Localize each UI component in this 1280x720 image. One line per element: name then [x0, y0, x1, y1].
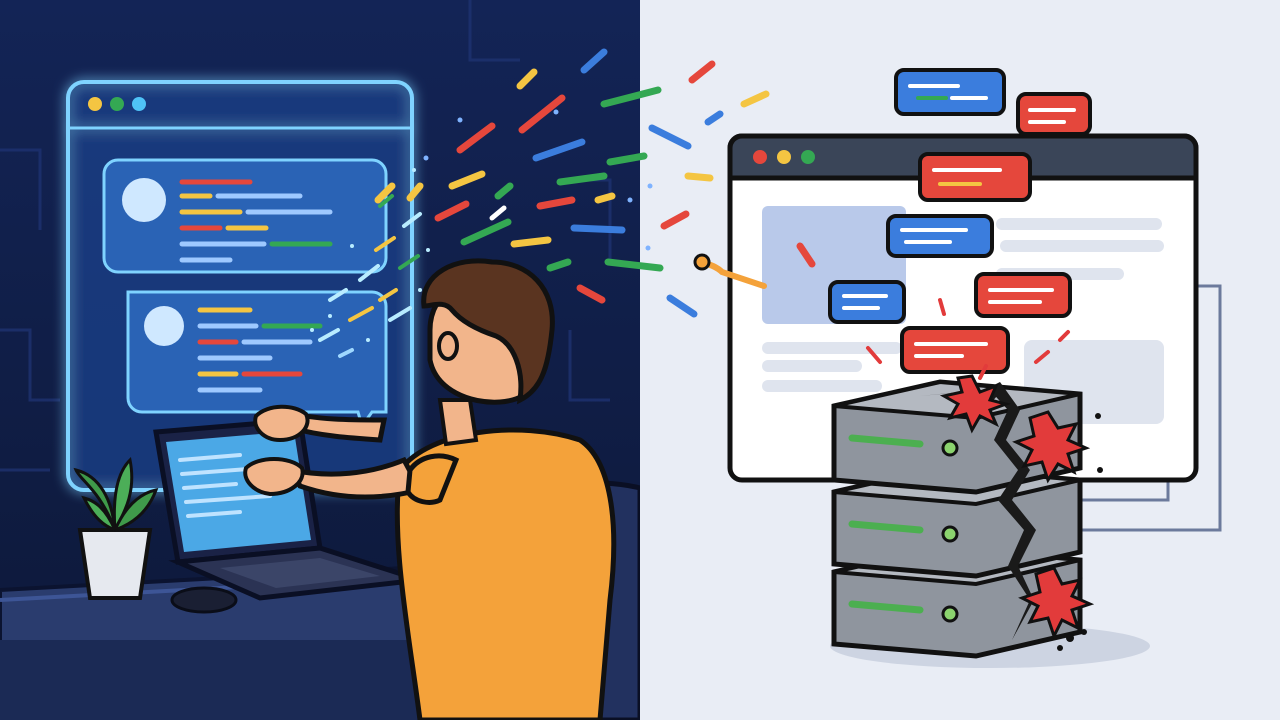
token [606, 152, 648, 166]
token [448, 170, 486, 190]
token [666, 294, 698, 318]
nail [693, 253, 767, 289]
token [684, 172, 714, 182]
token [704, 110, 724, 126]
crack-burst-icon [1018, 566, 1095, 640]
token [604, 258, 664, 272]
code-particles [310, 168, 430, 358]
day-panel [640, 0, 1280, 720]
info-toast [886, 214, 994, 258]
plant-icon [73, 456, 159, 600]
server-crack [988, 382, 1036, 640]
error-toast-icon [974, 272, 1072, 318]
token [660, 210, 690, 230]
mouse-icon [170, 586, 238, 614]
token [648, 124, 692, 150]
token [510, 236, 552, 248]
chat-message-bubble [126, 290, 388, 430]
token [536, 196, 576, 210]
token [796, 242, 816, 268]
person [243, 258, 617, 720]
token [374, 182, 396, 204]
token [456, 122, 496, 154]
token [570, 224, 626, 234]
token [546, 258, 572, 272]
token [494, 182, 514, 200]
info-toast [828, 280, 906, 324]
token [406, 182, 424, 202]
token [460, 218, 512, 246]
token [434, 200, 470, 222]
avatar [144, 306, 184, 346]
chat-window-dots [88, 97, 146, 111]
token [688, 60, 716, 84]
crack-burst-icon [1012, 410, 1091, 484]
server-stack-icon [830, 374, 1150, 668]
token [740, 90, 770, 108]
token [600, 86, 662, 108]
token [518, 94, 566, 134]
error-toast-icon [918, 152, 1032, 202]
chat-message-bubble [102, 158, 388, 274]
token [516, 68, 538, 90]
flying-token-stream [374, 48, 816, 318]
error-toast-icon [1016, 92, 1092, 136]
error-toast-icon [900, 326, 1010, 374]
token [594, 192, 616, 204]
token [580, 48, 608, 74]
info-toast [894, 68, 1006, 116]
token [489, 205, 507, 221]
token [576, 284, 606, 304]
toast-list [828, 68, 1092, 374]
token [532, 138, 586, 162]
token [556, 172, 608, 186]
avatar [122, 178, 166, 222]
crack-burst-icon [939, 374, 1012, 434]
